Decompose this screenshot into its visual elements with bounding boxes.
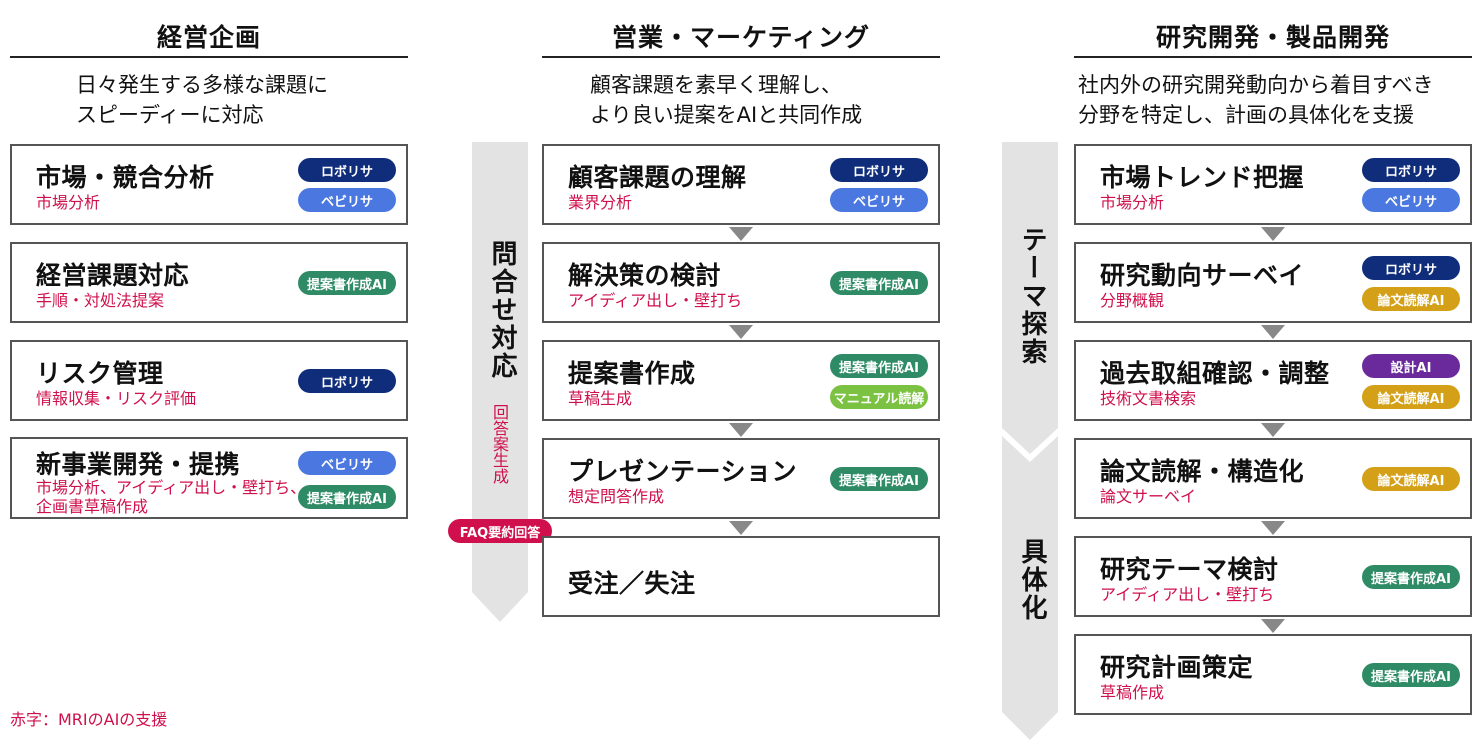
column-desc-line: スピーディーに対応	[76, 103, 264, 127]
box-subtitle: 市場分析	[36, 193, 101, 212]
badge-robolisa: ロボリサ	[298, 369, 396, 393]
box-subtitle: 論文サーベイ	[1100, 487, 1197, 506]
box-title: プレゼンテーション	[568, 457, 798, 486]
box-subtitle: 技術文書検索	[1100, 389, 1197, 408]
box-title: 過去取組確認・調整	[1100, 359, 1330, 388]
flow-arrow	[729, 227, 753, 241]
badge-bebilisa: ベビリサ	[830, 188, 928, 212]
badge-manual-reading: マニュアル読解	[830, 385, 928, 409]
box-market-trend: 市場トレンド把握 市場分析 ロボリサ ベビリサ	[1074, 144, 1472, 225]
box-solution-review: 解決策の検討 アイディア出し・壁打ち 提案書作成AI	[542, 242, 940, 323]
badge-bebilisa: ベビリサ	[298, 451, 396, 475]
box-title: 研究動向サーベイ	[1100, 261, 1305, 290]
badge-proposal-ai: 提案書作成AI	[830, 467, 928, 491]
concretize-side-arrow	[1002, 436, 1058, 740]
box-research-survey: 研究動向サーベイ 分野概観 ロボリサ 論文読解AI	[1074, 242, 1472, 323]
badge-bebilisa: ベビリサ	[298, 188, 396, 212]
box-title: 新事業開発・提携	[36, 450, 241, 479]
box-research-plan: 研究計画策定 草稿作成 提案書作成AI	[1074, 634, 1472, 715]
box-past-efforts: 過去取組確認・調整 技術文書検索 設計AI 論文読解AI	[1074, 340, 1472, 421]
box-subtitle: 分野概観	[1100, 291, 1165, 310]
badge-paper-reading-ai: 論文読解AI	[1362, 287, 1460, 311]
column-desc-planning: 日々発生する多様な課題に スピーディーに対応	[76, 70, 328, 130]
column-rule-planning	[10, 56, 408, 58]
box-market-competition: 市場・競合分析 市場分析 ロボリサ ベビリサ	[10, 144, 408, 225]
column-rule-sales	[542, 56, 940, 58]
box-subtitle: 想定問答作成	[568, 487, 665, 506]
column-desc-line: 分野を特定し、計画の具体化を支援	[1078, 103, 1414, 127]
column-desc-line: 社内外の研究開発動向から着目すべき	[1078, 73, 1434, 97]
box-title: 市場・競合分析	[36, 163, 215, 192]
box-title: 顧客課題の理解	[568, 163, 747, 192]
badge-robolisa: ロボリサ	[1362, 256, 1460, 280]
column-desc-rnd: 社内外の研究開発動向から着目すべき 分野を特定し、計画の具体化を支援	[1078, 70, 1434, 130]
box-subtitle: 草稿生成	[568, 389, 633, 408]
theme-explore-side-label: テーマ探索	[1017, 226, 1047, 366]
box-title: 解決策の検討	[568, 261, 722, 290]
badge-proposal-ai: 提案書作成AI	[1362, 663, 1460, 687]
badge-bebilisa: ベビリサ	[1362, 188, 1460, 212]
badge-proposal-ai: 提案書作成AI	[830, 271, 928, 295]
box-subtitle: 情報収集・リスク評価	[36, 389, 197, 408]
column-desc-line: 顧客課題を素早く理解し、	[590, 73, 842, 97]
flow-arrow	[729, 521, 753, 535]
column-title-sales: 営業・マーケティング	[611, 23, 870, 52]
badge-robolisa: ロボリサ	[1362, 158, 1460, 182]
box-research-theme: 研究テーマ検討 アイディア出し・壁打ち 提案書作成AI	[1074, 536, 1472, 617]
badge-proposal-ai: 提案書作成AI	[830, 354, 928, 378]
box-presentation: プレゼンテーション 想定問答作成 提案書作成AI	[542, 438, 940, 519]
flow-arrow	[1261, 227, 1285, 241]
flow-arrow	[1261, 423, 1285, 437]
box-title: リスク管理	[36, 359, 164, 388]
column-title-planning: 経営企画	[156, 23, 261, 52]
footnote: 赤字：MRIのAIの支援	[10, 710, 168, 729]
box-subtitle: 草稿作成	[1100, 683, 1165, 702]
flow-arrow	[729, 423, 753, 437]
flow-arrow	[1261, 325, 1285, 339]
box-management-issues: 経営課題対応 手順・対処法提案 提案書作成AI	[10, 242, 408, 323]
column-desc-sales: 顧客課題を素早く理解し、 より良い提案をAIと共同作成	[590, 70, 862, 130]
box-subtitle: 企画書草稿作成	[36, 497, 149, 516]
box-customer-issues: 顧客課題の理解 業界分析 ロボリサ ベビリサ	[542, 144, 940, 225]
inquiry-side-arrow	[472, 142, 528, 622]
faq-summary-badge: FAQ要約回答	[448, 519, 552, 543]
column-desc-line: 日々発生する多様な課題に	[76, 73, 328, 97]
box-title: 受注／失注	[568, 569, 696, 598]
box-subtitle: アイディア出し・壁打ち	[568, 291, 743, 310]
badge-robolisa: ロボリサ	[830, 158, 928, 182]
badge-paper-reading-ai: 論文読解AI	[1362, 467, 1460, 491]
box-title: 市場トレンド把握	[1100, 163, 1305, 192]
box-subtitle: アイディア出し・壁打ち	[1100, 585, 1275, 604]
box-subtitle: 業界分析	[568, 193, 633, 212]
badge-robolisa: ロボリサ	[298, 158, 396, 182]
box-title: 研究テーマ検討	[1100, 555, 1279, 584]
inquiry-side-label: 問合せ対応	[487, 240, 517, 380]
badge-proposal-ai: 提案書作成AI	[298, 271, 396, 295]
box-subtitle: 手順・対処法提案	[36, 291, 165, 310]
badge-proposal-ai: 提案書作成AI	[298, 485, 396, 509]
column-desc-line: より良い提案をAIと共同作成	[590, 103, 863, 127]
column-title-rnd: 研究開発・製品開発	[1155, 23, 1390, 52]
inquiry-side-sublabel: 回答案生成	[490, 404, 509, 484]
badge-design-ai: 設計AI	[1362, 354, 1460, 378]
theme-explore-side-arrow	[1002, 142, 1058, 454]
box-title: 経営課題対応	[36, 261, 190, 290]
box-order-result: 受注／失注	[542, 536, 940, 617]
box-paper-structuring: 論文読解・構造化 論文サーベイ 論文読解AI	[1074, 438, 1472, 519]
concretize-side-label: 具体化	[1017, 538, 1047, 622]
box-subtitle: 市場分析、アイディア出し・壁打ち、	[36, 478, 307, 497]
box-title: 研究計画策定	[1100, 653, 1254, 682]
flow-arrow	[729, 325, 753, 339]
box-new-business: 新事業開発・提携 市場分析、アイディア出し・壁打ち、 企画書草稿作成 ベビリサ …	[10, 437, 408, 519]
box-title: 論文読解・構造化	[1100, 457, 1305, 486]
column-rule-rnd	[1074, 56, 1472, 58]
flow-arrow	[1261, 521, 1285, 535]
flow-arrow	[1261, 619, 1285, 633]
box-subtitle: 市場分析	[1100, 193, 1165, 212]
box-risk-management: リスク管理 情報収集・リスク評価 ロボリサ	[10, 340, 408, 421]
box-proposal-writing: 提案書作成 草稿生成 提案書作成AI マニュアル読解	[542, 340, 940, 421]
box-title: 提案書作成	[568, 359, 696, 388]
badge-paper-reading-ai: 論文読解AI	[1362, 385, 1460, 409]
badge-proposal-ai: 提案書作成AI	[1362, 565, 1460, 589]
